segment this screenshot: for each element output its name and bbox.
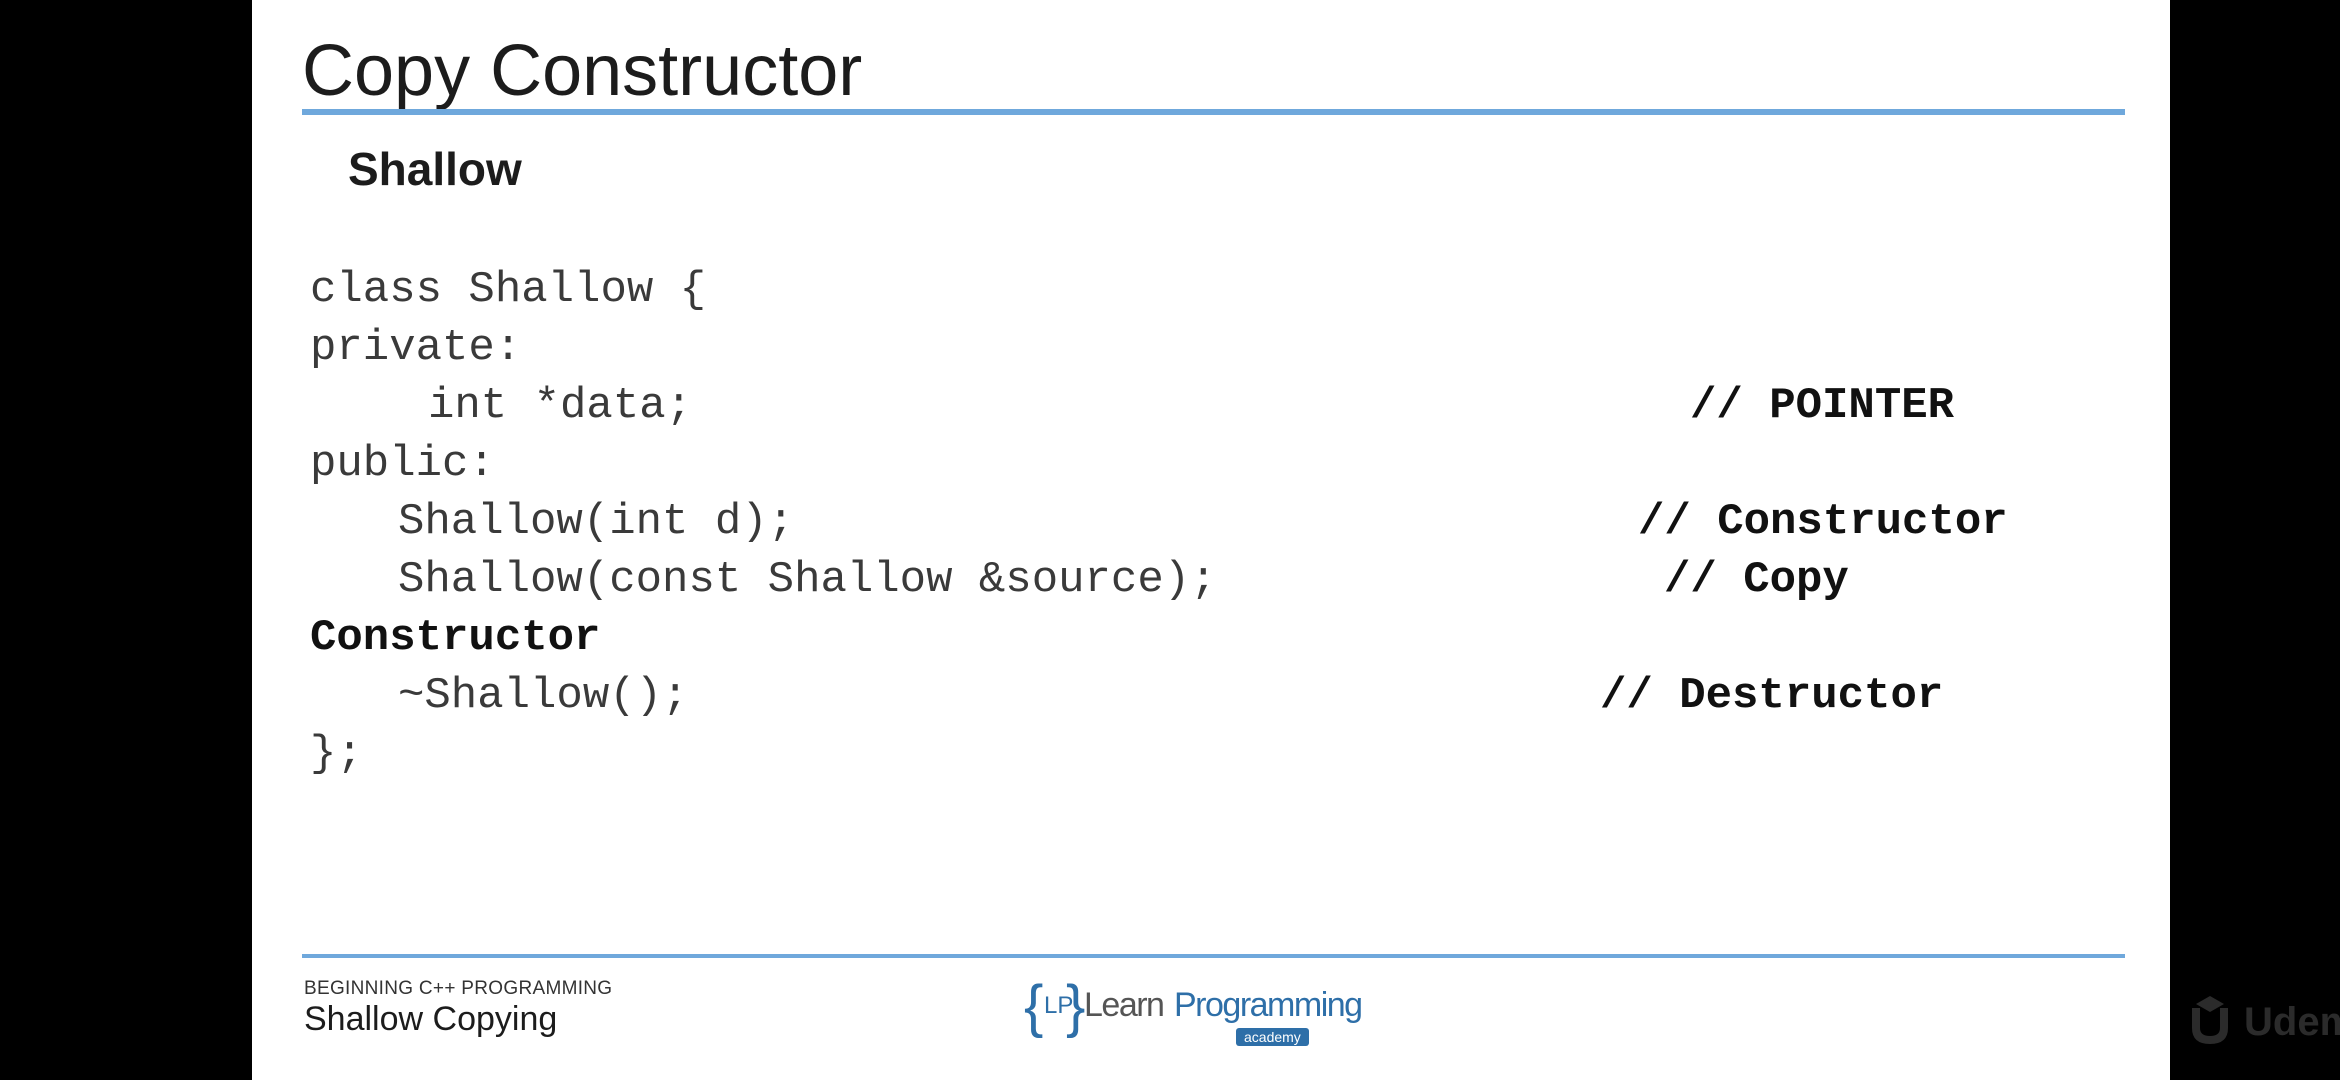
udemy-watermark: Udemy [2182, 988, 2340, 1058]
slide-subtitle: Shallow [348, 143, 522, 195]
lesson-name: Shallow Copying [304, 1000, 558, 1038]
code-line-2: private: [310, 323, 522, 373]
logo-brace-icon: } [1066, 974, 1086, 1039]
code-line-6: Shallow(const Shallow &source); [398, 555, 1217, 605]
udemy-watermark-text: Udemy [2244, 1000, 2340, 1044]
course-name: BEGINNING C++ PROGRAMMING [304, 978, 613, 999]
code-line-7: Constructor [310, 613, 601, 663]
code-comment-destructor: // Destructor [1600, 671, 1944, 721]
code-line-9: }; [310, 729, 363, 779]
footer-divider [302, 954, 2125, 958]
title-divider [302, 109, 2125, 115]
udemy-logo-icon [2192, 996, 2228, 1044]
code-line-1: class Shallow { [310, 265, 707, 315]
slide-title: Copy Constructor [302, 31, 863, 111]
code-line-5: Shallow(int d); [398, 497, 795, 547]
logo-lp: LP [1044, 992, 1074, 1019]
logo-word-programming: Programming [1174, 986, 1363, 1024]
logo-word-learn: Learn [1084, 986, 1165, 1024]
code-block: class Shallow { private: int *data; // P… [252, 0, 2170, 1080]
code-line-4: public: [310, 439, 495, 489]
code-comment-pointer: // POINTER [1690, 381, 1955, 431]
learn-programming-logo: { LP } Learn Programming academy [1024, 974, 1363, 1048]
code-line-3: int *data; [428, 381, 693, 431]
slide: Copy Constructor Shallow class Shallow {… [252, 0, 2340, 1080]
logo-academy-badge: academy [1236, 1028, 1309, 1046]
code-comment-copy: // Copy [1664, 555, 1849, 605]
code-comment-constructor: // Constructor [1638, 497, 2008, 547]
logo-brace-icon: { [1024, 974, 1044, 1039]
code-line-8: ~Shallow(); [398, 671, 689, 721]
